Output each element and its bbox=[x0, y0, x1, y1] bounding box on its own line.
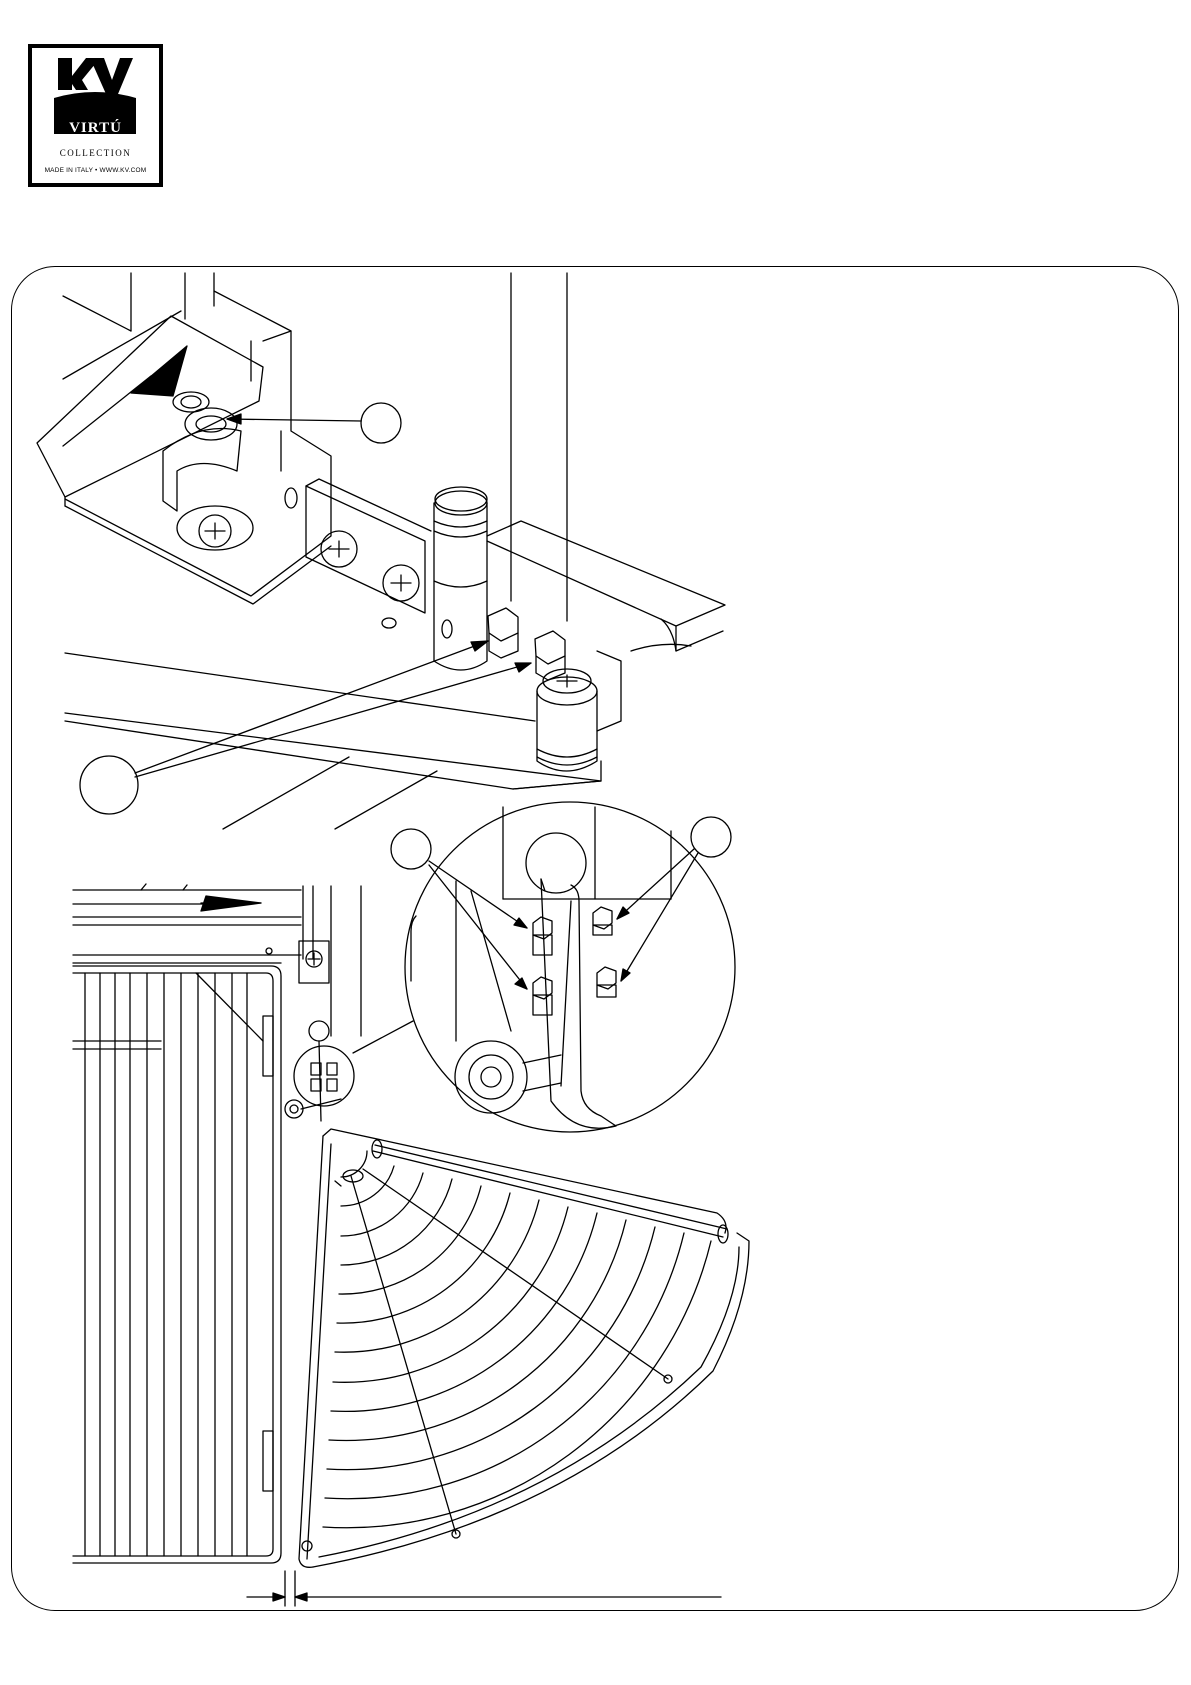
hinge-assembly-view bbox=[37, 273, 725, 829]
kv-logo-graphic bbox=[32, 48, 159, 183]
detail-nuts bbox=[533, 907, 616, 1015]
basket-plan-view bbox=[73, 884, 749, 1606]
installation-drawing bbox=[12, 267, 1179, 1611]
brand-logo: ® VIRTÚ COLLECTION MADE IN ITALY • WWW.K… bbox=[28, 44, 163, 187]
collection-label: COLLECTION bbox=[32, 148, 159, 158]
collection-name: VIRTÚ bbox=[32, 120, 159, 137]
detail-magnified-view bbox=[391, 802, 735, 1132]
registered-mark: ® bbox=[120, 68, 125, 74]
brand-tagline: MADE IN ITALY • WWW.KV.COM bbox=[32, 167, 159, 174]
illustration-panel bbox=[11, 266, 1179, 1611]
